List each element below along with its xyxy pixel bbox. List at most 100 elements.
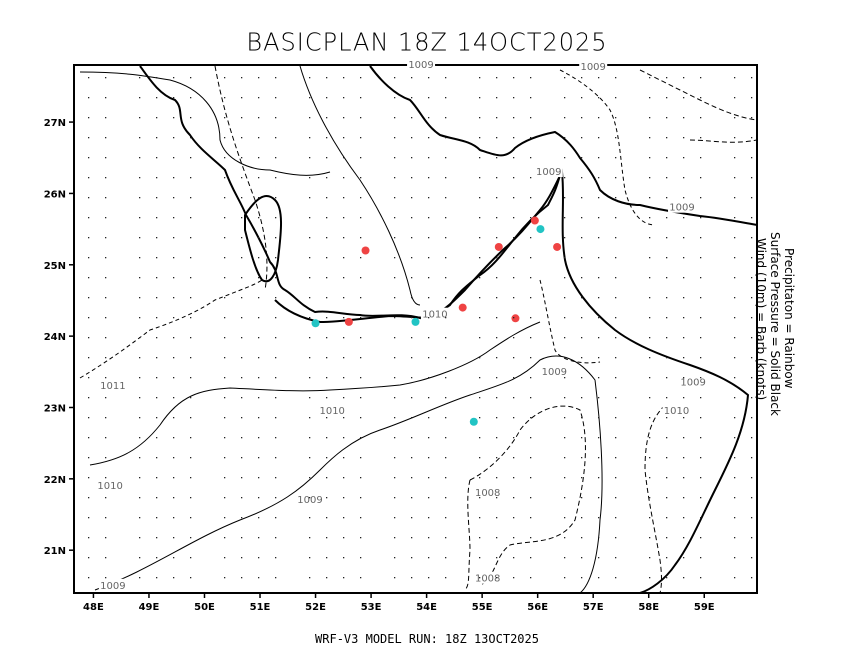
wind-barb — [190, 457, 192, 459]
wind-barb — [394, 177, 396, 179]
wind-barb — [411, 517, 413, 519]
wind-barb — [496, 257, 498, 259]
wind-barb — [258, 317, 260, 319]
wind-barb — [343, 437, 345, 439]
wind-barb — [496, 237, 498, 239]
wind-barb — [581, 497, 583, 499]
wind-barb — [360, 537, 362, 539]
wind-barb — [275, 517, 277, 519]
wind-barb — [343, 377, 345, 379]
wind-barb — [88, 517, 90, 519]
wind-barb — [360, 257, 362, 259]
wind-barb — [394, 137, 396, 139]
wind-barb — [156, 197, 158, 199]
wind-barb — [666, 497, 668, 499]
lat-tick-label: 22N — [44, 475, 66, 486]
wind-barb — [649, 477, 651, 479]
wind-barb — [139, 237, 141, 239]
wind-barb — [156, 517, 158, 519]
wind-barb — [309, 77, 311, 79]
lat-tick-label: 21N — [44, 546, 66, 557]
wind-barb — [513, 117, 515, 119]
wind-barb — [581, 277, 583, 279]
wind-barb — [445, 377, 447, 379]
wind-barb — [394, 117, 396, 119]
wind-barb — [258, 477, 260, 479]
wind-barb — [241, 477, 243, 479]
wind-barb — [598, 377, 600, 379]
wind-barb — [734, 477, 736, 479]
wind-barb — [445, 437, 447, 439]
wind-barb — [445, 497, 447, 499]
wind-barb — [343, 497, 345, 499]
wind-barb — [581, 477, 583, 479]
wind-barb — [258, 297, 260, 299]
wind-barb — [105, 437, 107, 439]
map-title: BASICPLAN 18Z 14OCT2025 — [246, 27, 608, 57]
contour-label-bg — [318, 404, 347, 417]
wind-barb — [326, 417, 328, 419]
wind-barb — [88, 537, 90, 539]
wind-barb — [139, 137, 141, 139]
wind-barb — [88, 477, 90, 479]
wind-barb — [139, 337, 141, 339]
contour-label: 1010 — [319, 406, 344, 417]
wind-barb — [394, 377, 396, 379]
wind-barb — [190, 497, 192, 499]
wind-barb — [241, 517, 243, 519]
wind-barb — [615, 397, 617, 399]
wind-barb — [564, 277, 566, 279]
wind-barb — [275, 317, 277, 319]
wind-barb — [156, 537, 158, 539]
contour-label: 1010 — [422, 310, 447, 321]
wind-barb — [581, 317, 583, 319]
wind-barb — [615, 297, 617, 299]
wind-barb — [275, 457, 277, 459]
wind-barb — [173, 497, 175, 499]
wind-barb — [411, 257, 413, 259]
wind-barb — [479, 297, 481, 299]
contour-line — [689, 139, 758, 143]
wind-barb — [751, 517, 753, 519]
wind-barb — [343, 197, 345, 199]
wind-barb — [700, 577, 702, 579]
wind-barb — [479, 577, 481, 579]
wind-barb — [581, 137, 583, 139]
wind-barb — [530, 537, 532, 539]
wind-barb — [666, 357, 668, 359]
wind-barb — [326, 217, 328, 219]
wind-barb — [445, 557, 447, 559]
wind-barb — [496, 317, 498, 319]
wind-barb — [683, 397, 685, 399]
wind-barb — [700, 157, 702, 159]
wind-barb — [326, 517, 328, 519]
wind-barb — [751, 137, 753, 139]
wind-barb — [479, 417, 481, 419]
wind-barb — [139, 377, 141, 379]
wind-barb — [105, 97, 107, 99]
wind-barb — [751, 157, 753, 159]
wind-barb — [241, 457, 243, 459]
wind-barb — [258, 457, 260, 459]
wind-barb — [479, 397, 481, 399]
wind-barb — [496, 157, 498, 159]
wind-barb — [615, 257, 617, 259]
wind-barb — [564, 317, 566, 319]
wind-barb — [360, 557, 362, 559]
wind-barb — [360, 397, 362, 399]
wind-barb — [734, 457, 736, 459]
wind-barb — [513, 97, 515, 99]
wind-barb — [513, 477, 515, 479]
wind-barb — [445, 77, 447, 79]
wind-barb — [275, 157, 277, 159]
wind-barb — [190, 437, 192, 439]
wind-barb — [258, 177, 260, 179]
wind-barb — [581, 97, 583, 99]
wind-barb — [445, 457, 447, 459]
wind-barb — [139, 97, 141, 99]
wind-barb — [649, 197, 651, 199]
wind-barb — [360, 357, 362, 359]
wind-barb — [683, 177, 685, 179]
wind-barb — [734, 297, 736, 299]
wind-barb — [275, 497, 277, 499]
